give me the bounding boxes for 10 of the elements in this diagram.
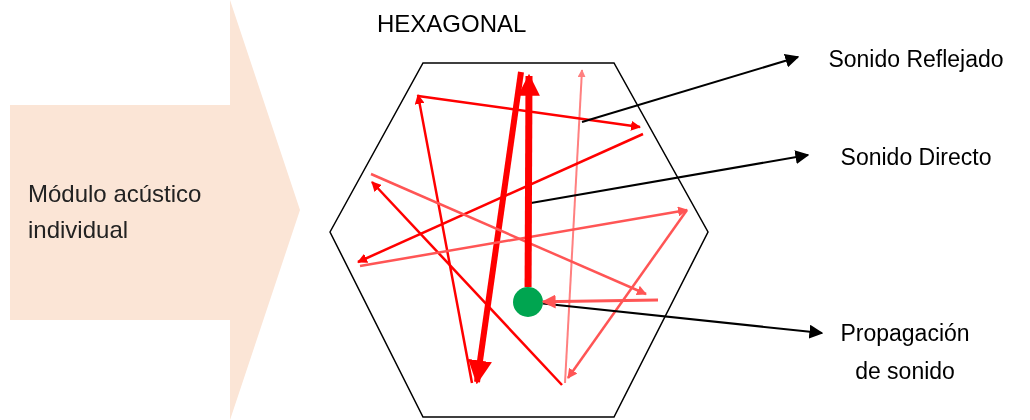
hexagon-title: HEXAGONAL: [377, 10, 527, 38]
leader-line: [530, 150, 810, 204]
leader-line: [541, 302, 824, 339]
leader-line: [581, 53, 800, 123]
callout-label: Sonido Directo: [839, 143, 993, 172]
callout-label: Sonido Reflejado: [827, 45, 1005, 74]
arrow-label: Módulo acústico individual: [28, 179, 203, 245]
callout-label: Propagación de sonido: [839, 319, 971, 386]
sound-ray-arrow: [541, 294, 659, 309]
sound-ray-arrow: [517, 73, 540, 287]
